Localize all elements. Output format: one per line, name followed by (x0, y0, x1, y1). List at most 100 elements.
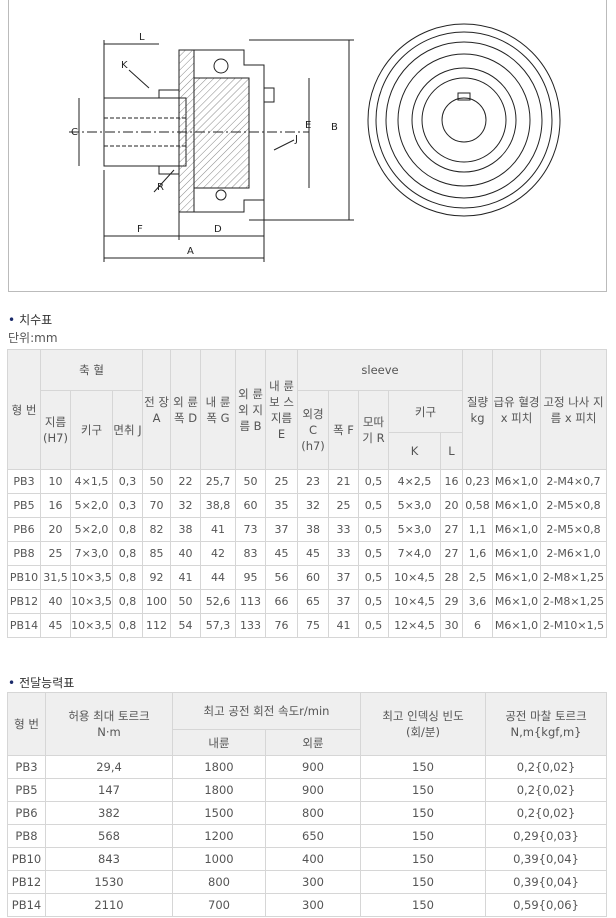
table-cell: 0,2{0,02} (485, 778, 607, 802)
header-sleeve-width: 폭 F (328, 390, 359, 470)
table-cell: 23 (297, 469, 329, 494)
header-model: 형 번 (7, 349, 41, 470)
dim-label-d: D (214, 224, 222, 235)
table-cell: 22 (170, 469, 201, 494)
table-cell: 1800 (172, 778, 266, 802)
table-cell: M6×1,0 (492, 589, 542, 614)
table-cell: 35 (265, 493, 298, 518)
table-cell: 5×3,0 (388, 517, 441, 542)
table-cell: 0,39{0,04} (485, 870, 607, 894)
section-title-text: 전달능력표 (19, 676, 75, 690)
table-cell: 45 (40, 613, 71, 638)
header-torque-label: 허용 최대 토르크 (68, 709, 150, 723)
table-cell: 10 (40, 469, 71, 494)
table-cell: 4×2,5 (388, 469, 441, 494)
table-cell: 50 (170, 589, 201, 614)
table-cell: 60 (297, 565, 329, 590)
table-cell: 0,5 (358, 613, 389, 638)
inner-race (193, 77, 250, 189)
header-inner: 내륜 (172, 729, 266, 756)
header-sleeve: sleeve (296, 349, 464, 391)
table-cell: 150 (360, 847, 486, 871)
table-cell: 382 (45, 801, 173, 825)
header-outer-width: 외 륜 폭 D (170, 349, 201, 470)
table-cell: 70 (142, 493, 171, 518)
table-cell: 1000 (172, 847, 266, 871)
dim-label-e: E (305, 120, 311, 131)
table-cell: PB5 (7, 778, 46, 802)
table-cell: 56 (265, 565, 298, 590)
dim-label-f: F (137, 224, 143, 235)
header-inner-boss: 내 륜 보 스 지름 E (265, 349, 298, 470)
table-cell: 0,8 (112, 589, 143, 614)
table-cell: 65 (297, 589, 329, 614)
table-cell: 150 (360, 755, 486, 779)
table-cell: 2-M6×1,0 (540, 541, 608, 566)
dimensions-table: 형 번 축 혈 전 장 A 외 륜 폭 D 내 륜 폭 G 외 륜 외 지름 B… (7, 349, 608, 638)
table-cell: 10×3,5 (70, 589, 113, 614)
table-cell: PB8 (7, 541, 41, 566)
coupling-drawing: L K C R F D A E B J (69, 23, 561, 262)
table-cell: 112 (142, 613, 171, 638)
table-cell: 41 (170, 565, 201, 590)
table-cell: PB6 (7, 801, 46, 825)
table-cell: 10×3,5 (70, 565, 113, 590)
table-cell: 300 (265, 870, 361, 894)
table-cell: 300 (265, 893, 361, 917)
table-cell: 2-M5×0,8 (540, 493, 608, 518)
table-cell: PB14 (7, 613, 41, 638)
table-cell: 41 (328, 613, 359, 638)
header-speed: 최고 공전 회전 속도r/min (172, 692, 361, 730)
table-cell: 33 (328, 517, 359, 542)
table-cell: 16 (40, 493, 71, 518)
table-cell: 66 (265, 589, 298, 614)
table-cell: 40 (40, 589, 71, 614)
table-cell: 42 (200, 541, 236, 566)
table-cell: 800 (265, 801, 361, 825)
table-cell: 73 (235, 517, 266, 542)
header-torque-unit: N·m (97, 725, 121, 739)
table-cell: PB14 (7, 893, 46, 917)
table-cell: 1,1 (462, 517, 494, 542)
table-cell: 32 (297, 493, 329, 518)
table-cell: 20 (40, 517, 71, 542)
table-cell: 27 (439, 517, 464, 542)
table-cell: 29 (439, 589, 464, 614)
table-cell: PB5 (7, 493, 41, 518)
table-cell: 45 (297, 541, 329, 566)
table-cell: 21 (328, 469, 359, 494)
dim-label-b: B (331, 122, 338, 133)
table-cell: 150 (360, 824, 486, 848)
table-cell: 1500 (172, 801, 266, 825)
table-cell: 1800 (172, 755, 266, 779)
table-cell: PB10 (7, 565, 41, 590)
table-cell: 0,5 (358, 493, 389, 518)
header-outer: 외륜 (265, 729, 361, 756)
header-mass: 질량 kg (462, 349, 494, 470)
table-cell: 4×1,5 (70, 469, 113, 494)
table-cell: 45 (265, 541, 298, 566)
table-cell: 0,2{0,02} (485, 755, 607, 779)
table-cell: 27 (439, 541, 464, 566)
table-cell: M6×1,0 (492, 613, 542, 638)
header-friction-unit: N,m{kgf,m} (510, 725, 582, 739)
table-cell: 50 (235, 469, 266, 494)
table-cell: 800 (172, 870, 266, 894)
table-cell: 16 (439, 469, 464, 494)
table-cell: 150 (360, 893, 486, 917)
table-cell: 75 (297, 613, 329, 638)
table-cell: PB3 (7, 469, 41, 494)
table-cell: 31,5 (40, 565, 71, 590)
table-cell: 2-M8×1,25 (540, 589, 608, 614)
table-cell: 28 (439, 565, 464, 590)
header-keyway: 키구 (70, 390, 113, 470)
table-cell: 100 (142, 589, 171, 614)
table-cell: 700 (172, 893, 266, 917)
